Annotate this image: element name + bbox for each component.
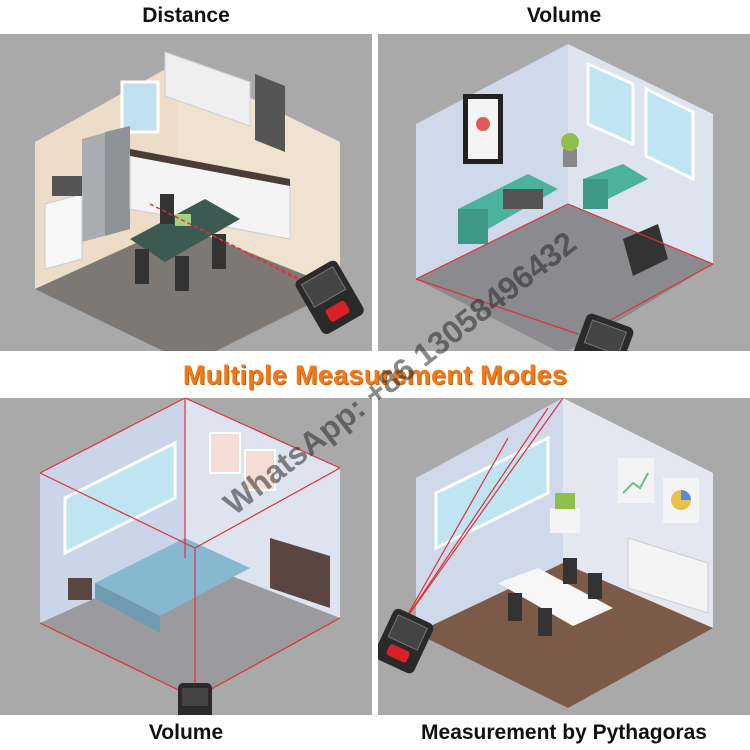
label-volume-top: Volume: [526, 4, 602, 27]
meeting-room-scene: [378, 398, 713, 708]
window: [120, 80, 160, 134]
panel-living-room: [378, 34, 750, 351]
dresser: [270, 538, 330, 608]
window: [63, 440, 177, 556]
living-room-scene: [415, 44, 714, 351]
panel-kitchen: [0, 34, 372, 351]
panel-meeting-room: [378, 398, 750, 715]
wall-frame: [209, 432, 241, 474]
laser-line: [149, 203, 311, 285]
panel-bedroom: [0, 398, 372, 715]
bed: [95, 538, 250, 616]
window: [586, 61, 635, 147]
laser-meter: [178, 683, 212, 715]
laser-meter: [570, 313, 634, 351]
meeting-table: [498, 568, 613, 626]
bedroom-scene: [39, 398, 341, 715]
kitchen-scene: [35, 51, 364, 351]
microwave: [52, 176, 82, 196]
laser-meter: [295, 260, 364, 335]
wall-chart: [618, 458, 654, 503]
range-hood: [255, 74, 285, 152]
cabinet: [627, 537, 709, 614]
label-pythagoras: Measurement by Pythagoras: [421, 721, 707, 744]
banner: Multiple Measurement Modes: [0, 352, 750, 398]
window: [434, 435, 550, 551]
label-volume-bottom: Volume: [148, 721, 224, 744]
laser-meter: [378, 608, 434, 674]
banner-title: Multiple Measurement Modes: [182, 359, 568, 390]
dining-table: [130, 199, 240, 262]
label-distance: Distance: [142, 4, 230, 27]
tv: [623, 224, 668, 276]
